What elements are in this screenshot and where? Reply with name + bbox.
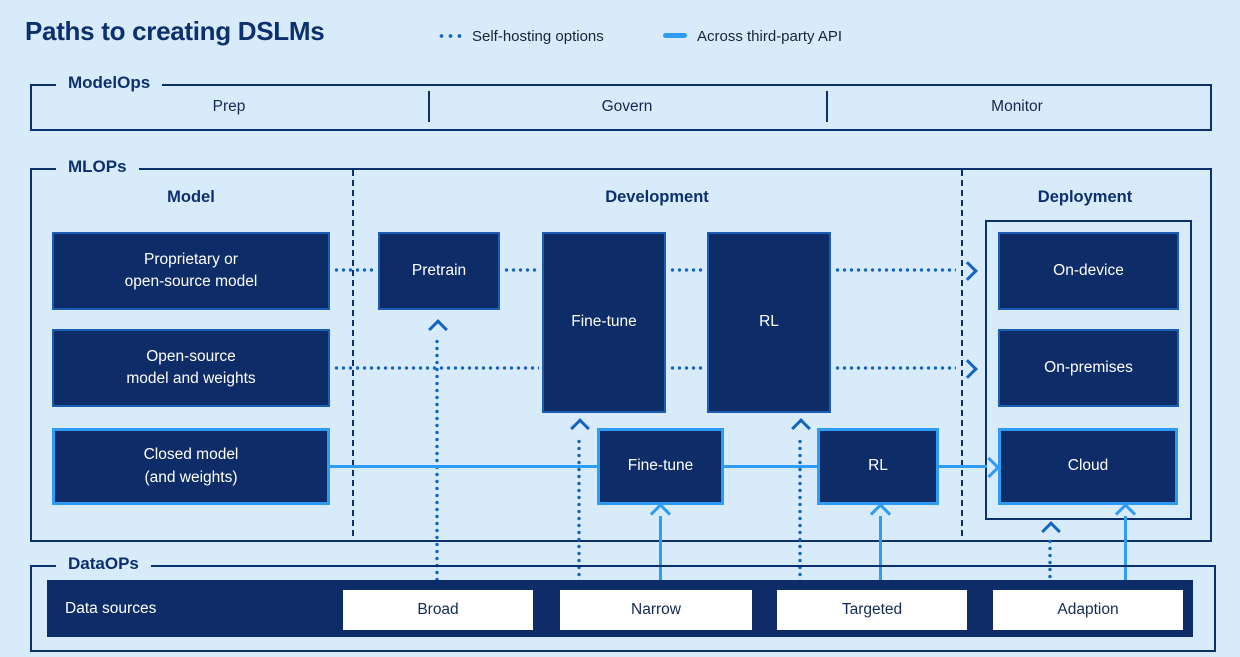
node-on-premises: On-premises bbox=[998, 329, 1179, 407]
connector-dotted bbox=[503, 268, 539, 272]
node-rl-self: RL bbox=[707, 232, 831, 413]
connector-dotted bbox=[798, 438, 802, 588]
phase-monitor: Monitor bbox=[991, 98, 1043, 115]
node-open-source-model: Open-source model and weights bbox=[52, 329, 330, 407]
node-fine-tune-api: Fine-tune bbox=[597, 428, 724, 505]
deployment-container bbox=[985, 220, 1192, 520]
node-pretrain: Pretrain bbox=[378, 232, 500, 310]
legend-api-label: Across third-party API bbox=[697, 28, 843, 45]
node-closed-model: Closed model (and weights) bbox=[52, 428, 330, 505]
source-narrow: Narrow bbox=[560, 590, 752, 630]
column-header-deployment: Deployment bbox=[1037, 188, 1133, 206]
source-broad: Broad bbox=[343, 590, 533, 630]
connector-solid bbox=[1124, 516, 1127, 590]
mlops-section: MLOPs bbox=[30, 157, 1212, 542]
connector-solid bbox=[330, 465, 597, 468]
dotted-line-icon bbox=[437, 34, 465, 38]
phase-divider bbox=[826, 91, 828, 122]
connector-dotted bbox=[834, 268, 956, 272]
connector-dotted bbox=[834, 366, 956, 370]
column-divider bbox=[961, 170, 963, 536]
column-divider bbox=[352, 170, 354, 536]
phase-prep: Prep bbox=[212, 98, 246, 115]
connector-solid bbox=[724, 465, 817, 468]
modelops-section: ModelOps bbox=[30, 73, 1212, 131]
column-header-model: Model bbox=[167, 188, 215, 206]
modelops-label: ModelOps bbox=[56, 73, 163, 93]
phase-divider bbox=[428, 91, 430, 122]
node-proprietary-model: Proprietary or open-source model bbox=[52, 232, 330, 310]
source-adaption: Adaption bbox=[993, 590, 1183, 630]
connector-dotted bbox=[435, 338, 439, 588]
connector-dotted bbox=[333, 268, 375, 272]
connector-solid bbox=[939, 465, 987, 468]
node-on-device: On-device bbox=[998, 232, 1179, 310]
mlops-label: MLOPs bbox=[56, 157, 139, 177]
connector-dotted bbox=[669, 366, 704, 370]
node-cloud: Cloud bbox=[998, 428, 1178, 505]
connector-solid bbox=[879, 516, 882, 590]
connector-dotted bbox=[577, 438, 581, 588]
node-rl-api: RL bbox=[817, 428, 939, 505]
connector-dotted bbox=[1048, 538, 1052, 588]
legend-self-hosting-label: Self-hosting options bbox=[472, 28, 604, 45]
page-title: Paths to creating DSLMs bbox=[25, 16, 325, 46]
source-targeted: Targeted bbox=[777, 590, 967, 630]
data-sources-label: Data sources bbox=[65, 600, 157, 617]
solid-line-icon bbox=[663, 33, 687, 38]
phase-govern: Govern bbox=[601, 98, 653, 115]
connector-solid bbox=[659, 516, 662, 590]
node-fine-tune-self: Fine-tune bbox=[542, 232, 666, 413]
dataops-section: DataOPs bbox=[30, 554, 1216, 652]
dataops-label: DataOPs bbox=[56, 554, 151, 574]
column-header-development: Development bbox=[605, 188, 709, 206]
connector-dotted bbox=[669, 268, 704, 272]
